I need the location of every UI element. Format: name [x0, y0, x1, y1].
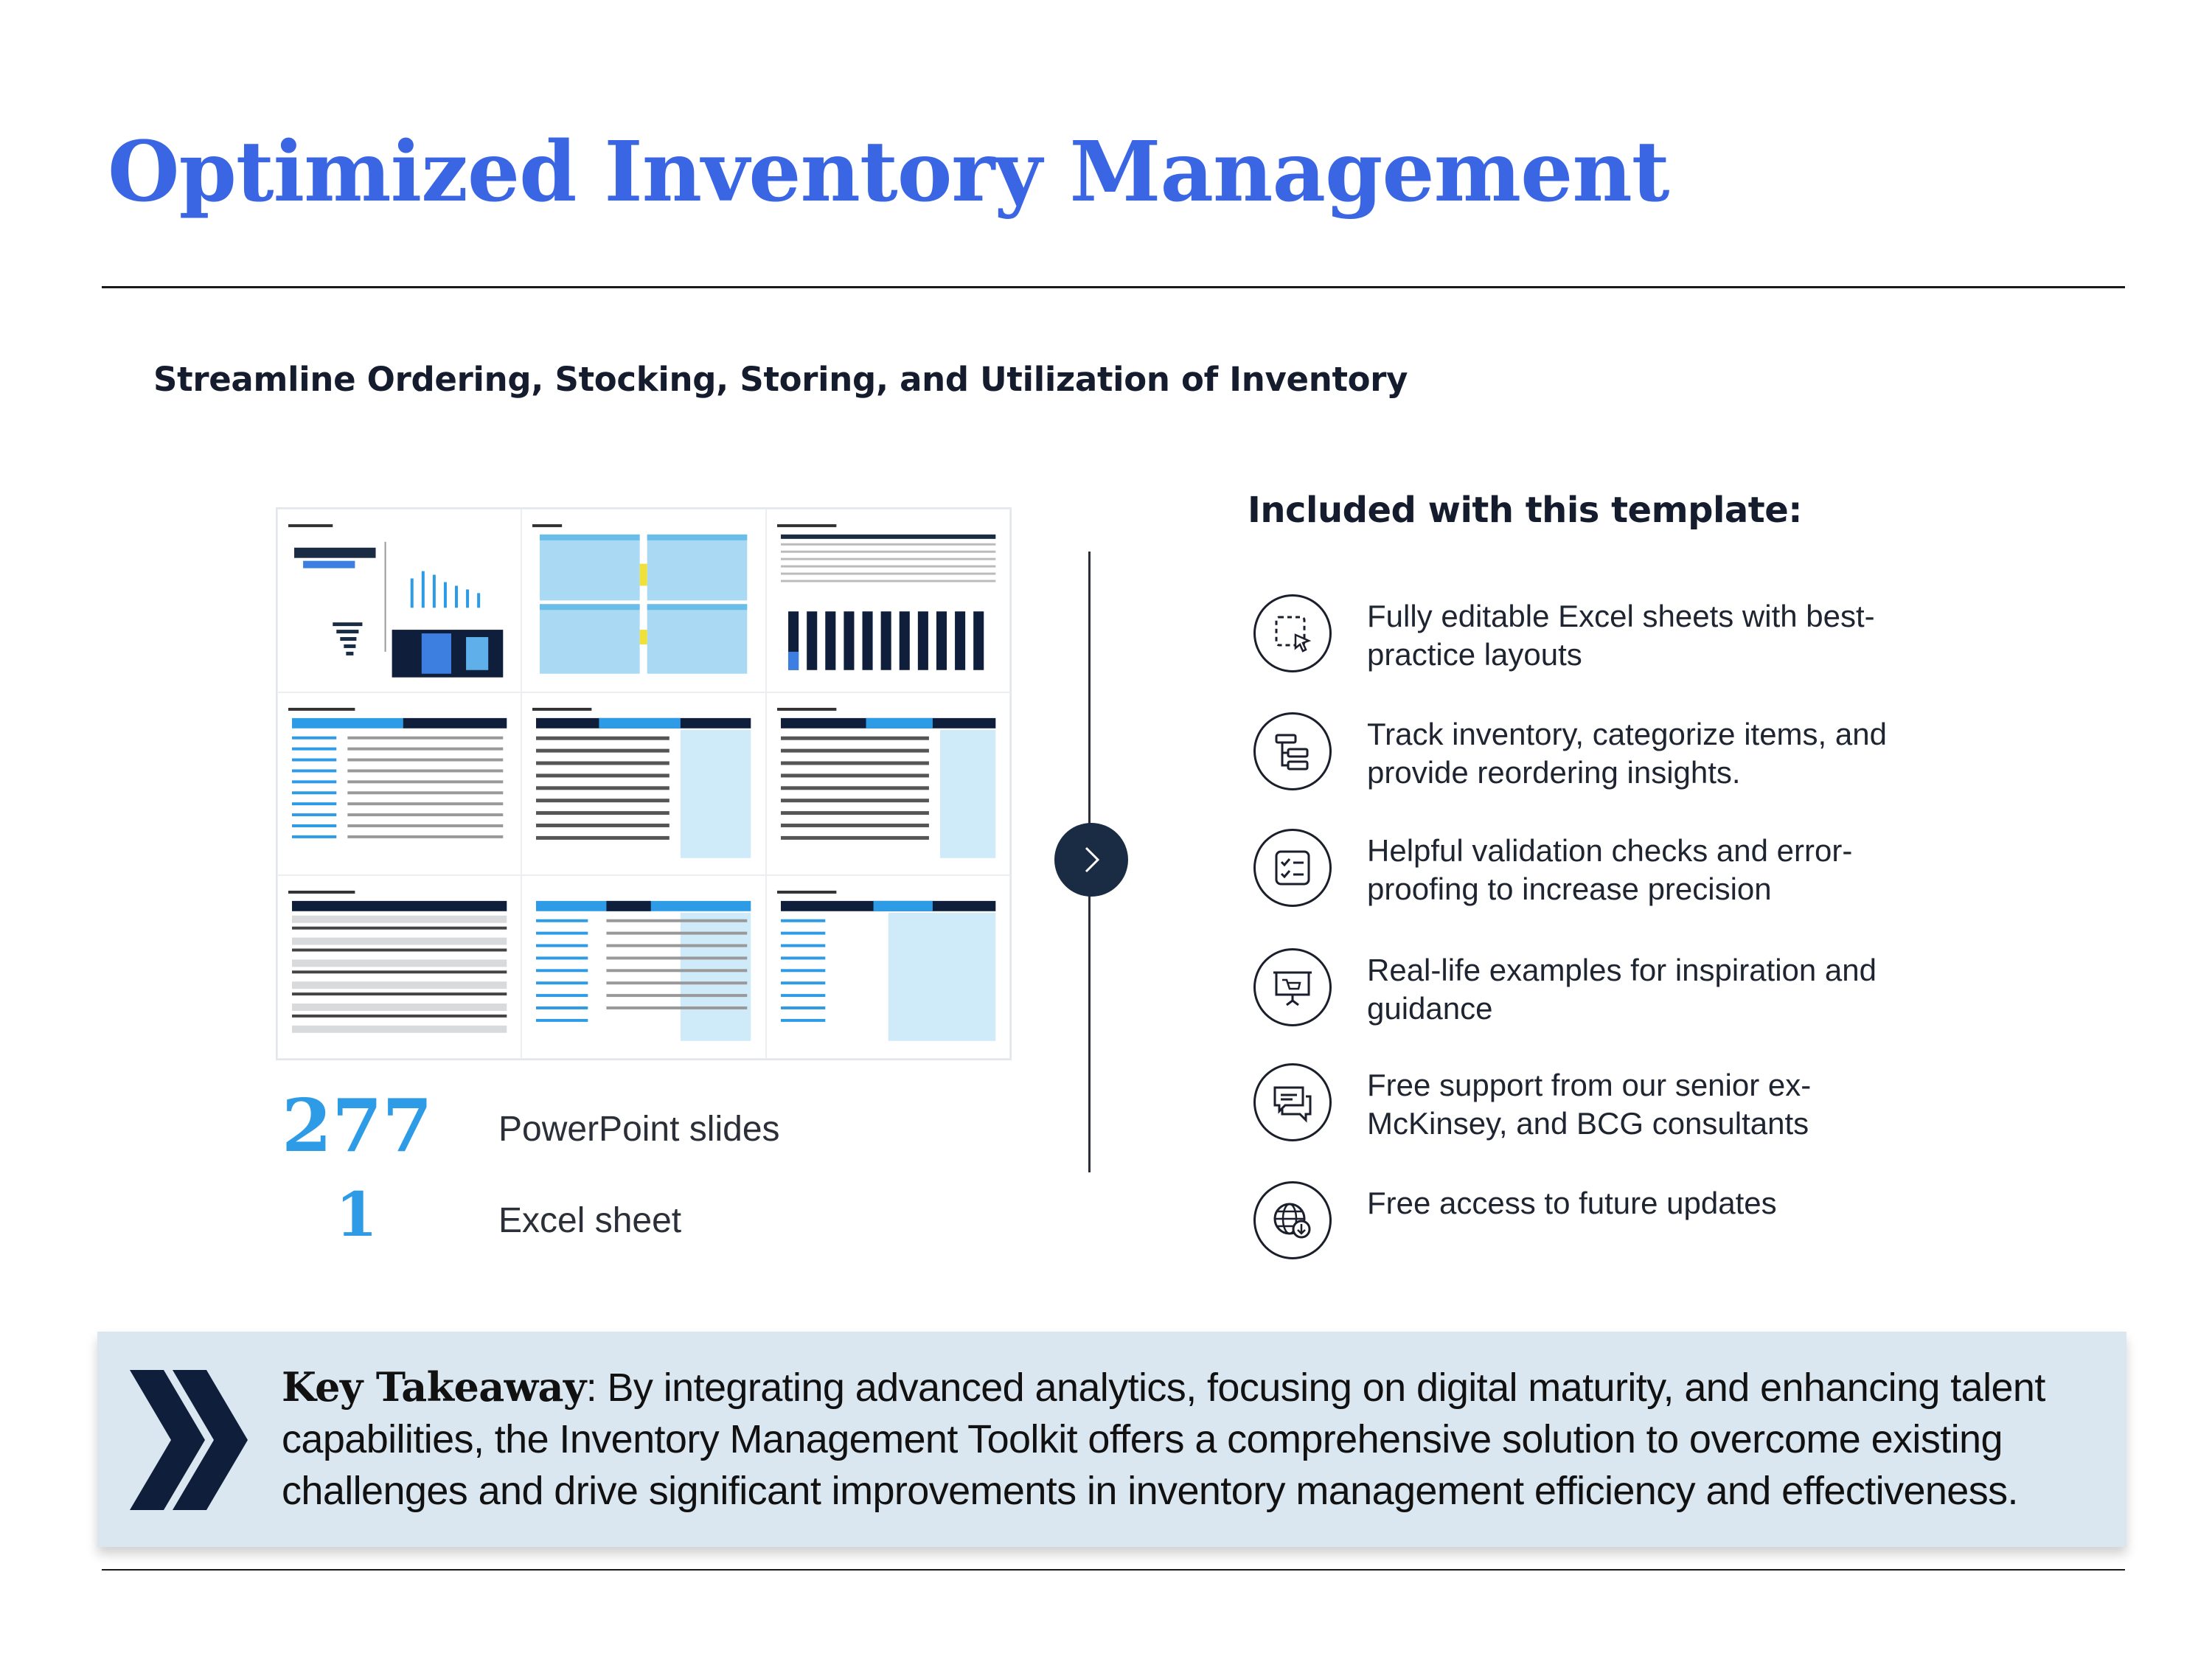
checklist-icon: [1253, 829, 1332, 907]
preview-thumbnail: [277, 875, 522, 1059]
chat-support-icon: [1253, 1063, 1332, 1141]
globe-download-icon: [1253, 1181, 1332, 1259]
key-takeaway-panel: Key Takeaway: By integrating advanced an…: [97, 1332, 2126, 1547]
editable-select-icon: [1253, 594, 1332, 672]
included-item-text: Free access to future updates: [1367, 1186, 1777, 1220]
template-preview-grid: [276, 507, 1012, 1060]
preview-thumbnail: [521, 875, 766, 1059]
preview-thumbnail: [521, 509, 766, 692]
page-title: Optimized Inventory Management: [108, 124, 1670, 220]
slide-count-value: 277: [282, 1084, 433, 1169]
presentation-icon: [1253, 948, 1332, 1026]
included-item: Real-life examples for inspiration and g…: [1253, 948, 2065, 1037]
included-item: Fully editable Excel sheets with best-pr…: [1253, 594, 2065, 683]
preview-thumbnail: [277, 509, 522, 692]
key-takeaway-colon: :: [585, 1366, 608, 1410]
slide-count-label: PowerPoint slides: [498, 1110, 780, 1149]
included-item-text: Free support from our senior ex-McKinsey…: [1367, 1068, 1812, 1141]
chevron-right-icon: [1054, 823, 1128, 897]
included-item-text: Helpful validation checks and error-proo…: [1367, 833, 1853, 906]
preview-thumbnail: [765, 692, 1010, 876]
key-takeaway-body: By integrating advanced analytics, focus…: [282, 1366, 2045, 1513]
included-item: Track inventory, categorize items, and p…: [1253, 712, 2065, 801]
included-heading: Included with this template:: [1248, 490, 1802, 531]
page-subtitle: Streamline Ordering, Stocking, Storing, …: [153, 360, 1408, 399]
included-item: Free support from our senior ex-McKinsey…: [1253, 1063, 2065, 1152]
double-chevron-icon: [130, 1370, 248, 1514]
included-item-text: Track inventory, categorize items, and p…: [1367, 717, 1887, 790]
included-item-text: Real-life examples for inspiration and g…: [1367, 953, 1877, 1026]
key-takeaway-text: Key Takeaway: By integrating advanced an…: [282, 1361, 2118, 1517]
preview-thumbnail: [521, 692, 766, 876]
preview-thumbnail: [765, 509, 1010, 692]
included-item: Helpful validation checks and error-proo…: [1253, 829, 2065, 917]
excel-count-label: Excel sheet: [498, 1201, 682, 1240]
preview-thumbnail: [277, 692, 522, 876]
title-divider: [102, 286, 2125, 288]
hierarchy-icon: [1253, 712, 1332, 790]
included-item-text: Fully editable Excel sheets with best-pr…: [1367, 599, 1875, 672]
excel-count-value: 1: [335, 1180, 378, 1251]
included-item: Free access to future updates: [1253, 1181, 2065, 1270]
key-takeaway-label: Key Takeaway: [282, 1363, 586, 1411]
footer-divider: [102, 1569, 2125, 1571]
preview-thumbnail: [765, 875, 1010, 1059]
